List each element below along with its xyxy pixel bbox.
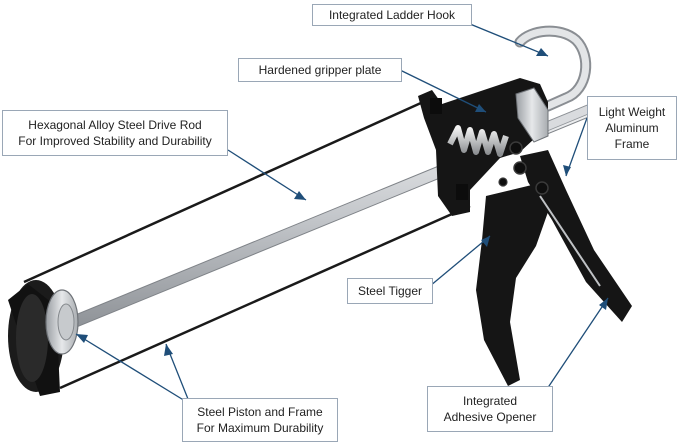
callout-arrowheads [76,48,608,356]
barrel-frame [23,96,471,390]
label-steel-piston: Steel Piston and Frame For Maximum Durab… [182,398,338,442]
label-piston-line2: For Maximum Durability [196,421,324,435]
label-piston-line1: Steel Piston and Frame [197,405,323,419]
label-frame-line2: Aluminum [605,121,659,135]
label-frame-line3: Frame [614,137,650,151]
spring [447,125,509,157]
label-drive-rod-line1: Hexagonal Alloy Steel Drive Rod [28,118,202,132]
label-drive-rod: Hexagonal Alloy Steel Drive Rod For Impr… [2,110,228,156]
label-frame-line1: Light Weight [598,105,666,119]
label-steel-trigger-text: Steel Tigger [357,284,423,298]
handle-trigger [476,150,632,386]
label-gripper-plate-text: Hardened gripper plate [258,63,382,77]
label-steel-trigger: Steel Tigger [347,278,433,304]
label-aluminum-frame: Light Weight Aluminum Frame [587,96,677,160]
label-ladder-hook: Integrated Ladder Hook [312,4,472,26]
label-ladder-hook-text: Integrated Ladder Hook [328,8,456,22]
rivets [498,141,549,195]
label-opener-line1: Integrated [462,394,518,408]
label-gripper-plate: Hardened gripper plate [238,58,402,82]
gun-body [418,78,548,216]
callout-lines [75,23,609,405]
label-adhesive-opener: Integrated Adhesive Opener [427,386,553,432]
label-drive-rod-line2: For Improved Stability and Durability [18,134,212,148]
label-opener-line2: Adhesive Opener [443,410,537,424]
gripper-plate [515,87,549,143]
steel-piston [45,289,79,355]
